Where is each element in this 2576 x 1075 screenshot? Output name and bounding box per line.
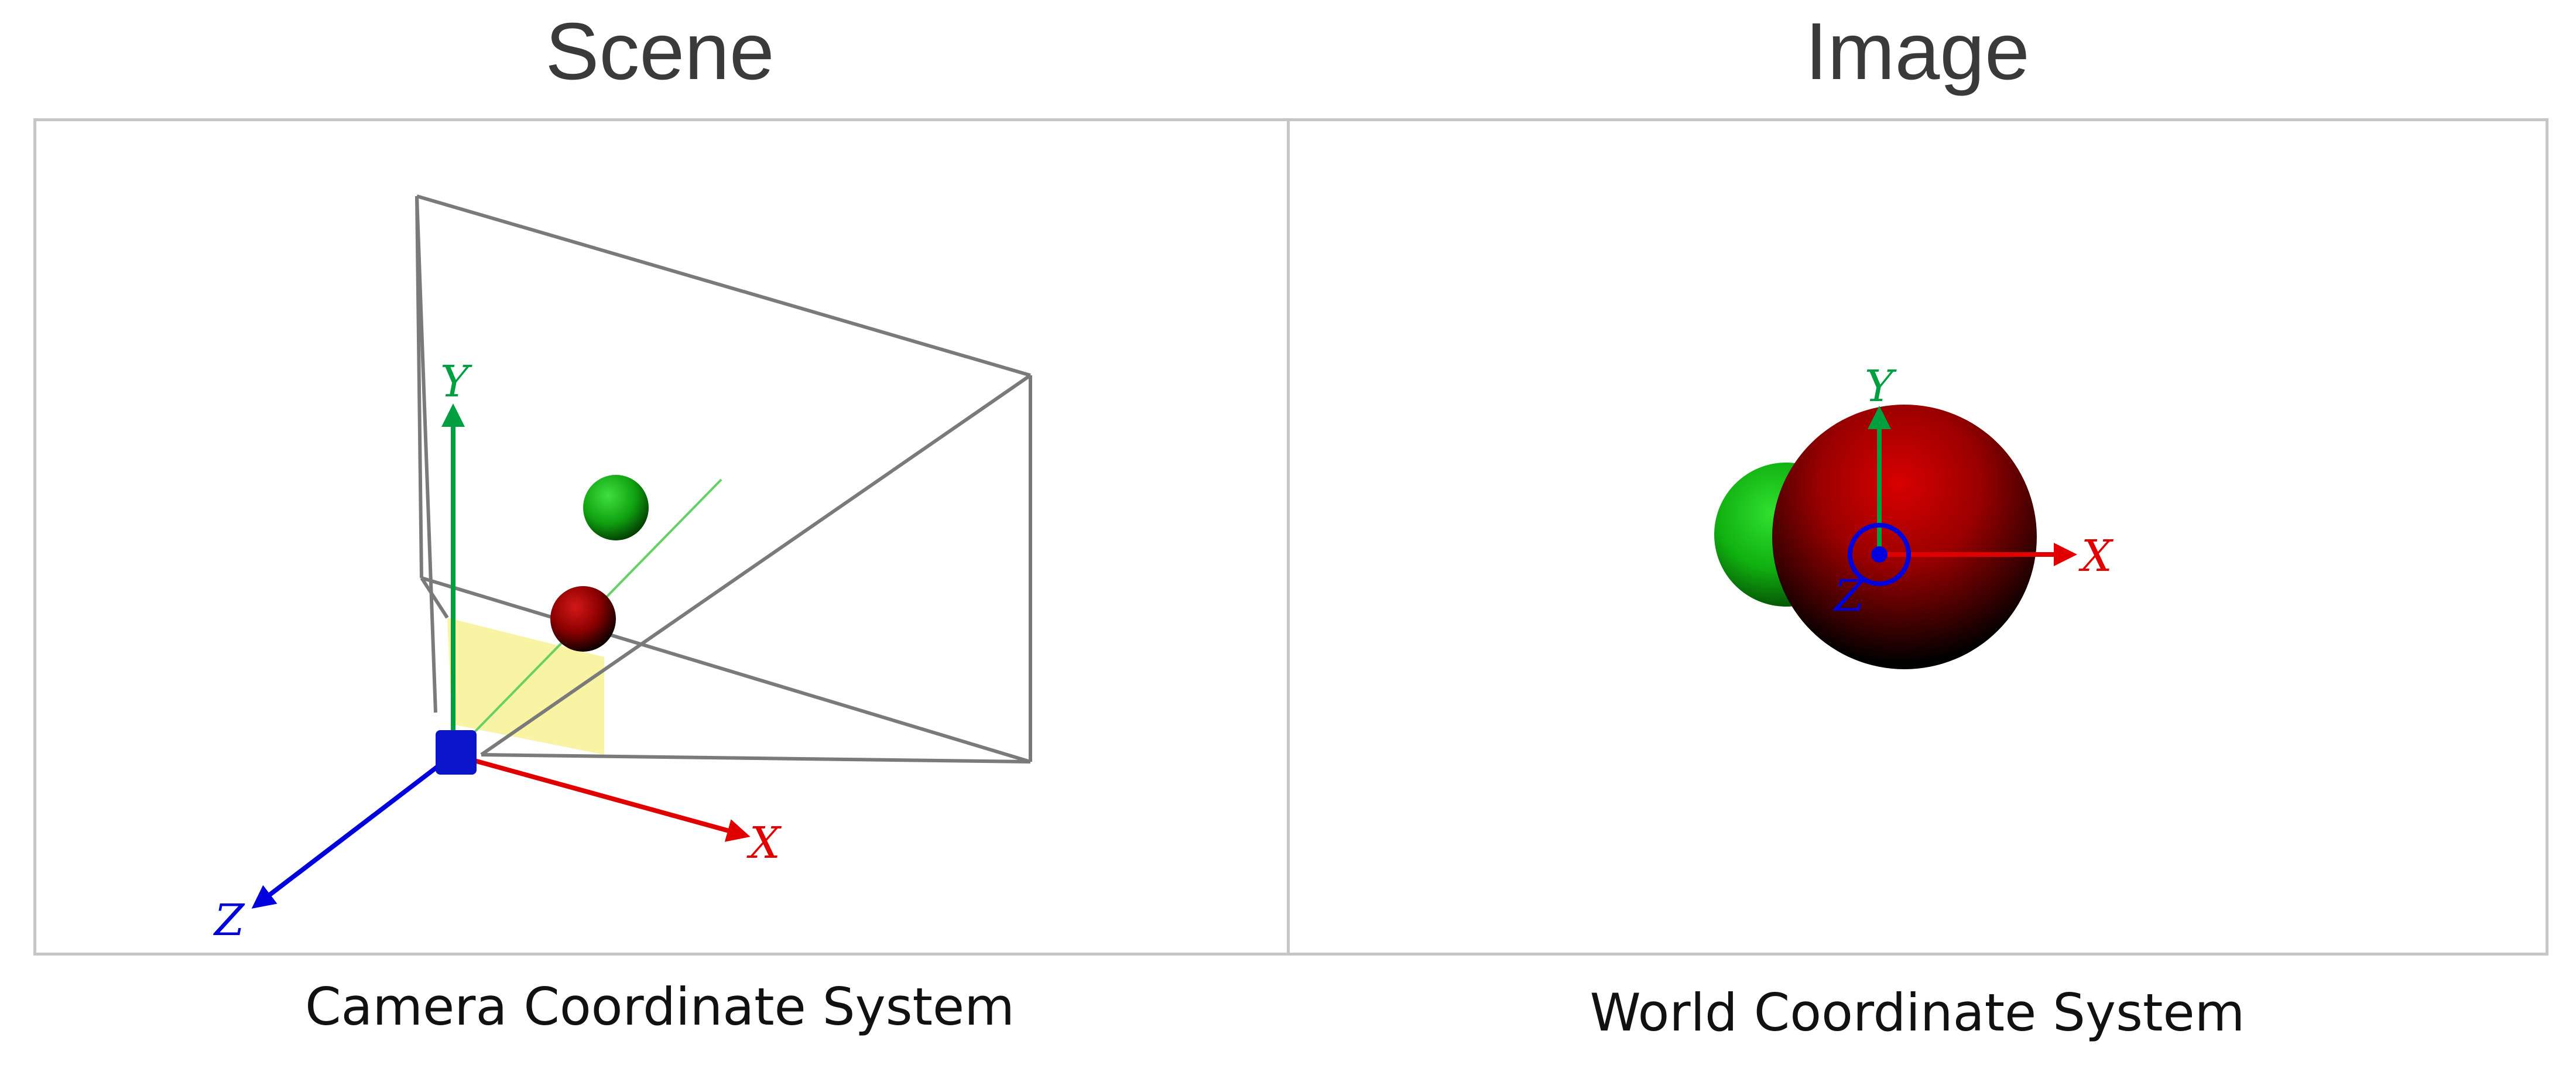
- x-axis-label: X: [746, 818, 782, 868]
- camera-body: [436, 730, 477, 775]
- scene-diagram: X Y Z: [213, 194, 1032, 946]
- z-axis-ring: [1848, 523, 1911, 586]
- y-axis-label: Y: [440, 357, 472, 407]
- x-axis-label: X: [2078, 531, 2114, 581]
- z-axis-label: Z: [213, 895, 245, 946]
- z-axis-dot: [1871, 546, 1888, 563]
- x-axis: [452, 752, 751, 842]
- camera-frustum: [415, 194, 1032, 764]
- image-heading: Image: [1805, 6, 2030, 97]
- y-axis-label: Y: [1865, 361, 1897, 412]
- image-diagram: X Y Z: [1714, 361, 2114, 669]
- z-axis: [251, 752, 455, 909]
- z-axis-label: Z: [1833, 571, 1865, 621]
- scene-panel: X Y Z: [33, 118, 1290, 956]
- scene-heading: Scene: [545, 6, 775, 97]
- green-sphere: [583, 475, 649, 540]
- image-panel: X Y Z: [1287, 118, 2548, 956]
- red-sphere: [550, 586, 616, 652]
- right-caption: World Coordinate System: [1590, 982, 2245, 1043]
- left-caption: Camera Coordinate System: [305, 977, 1015, 1037]
